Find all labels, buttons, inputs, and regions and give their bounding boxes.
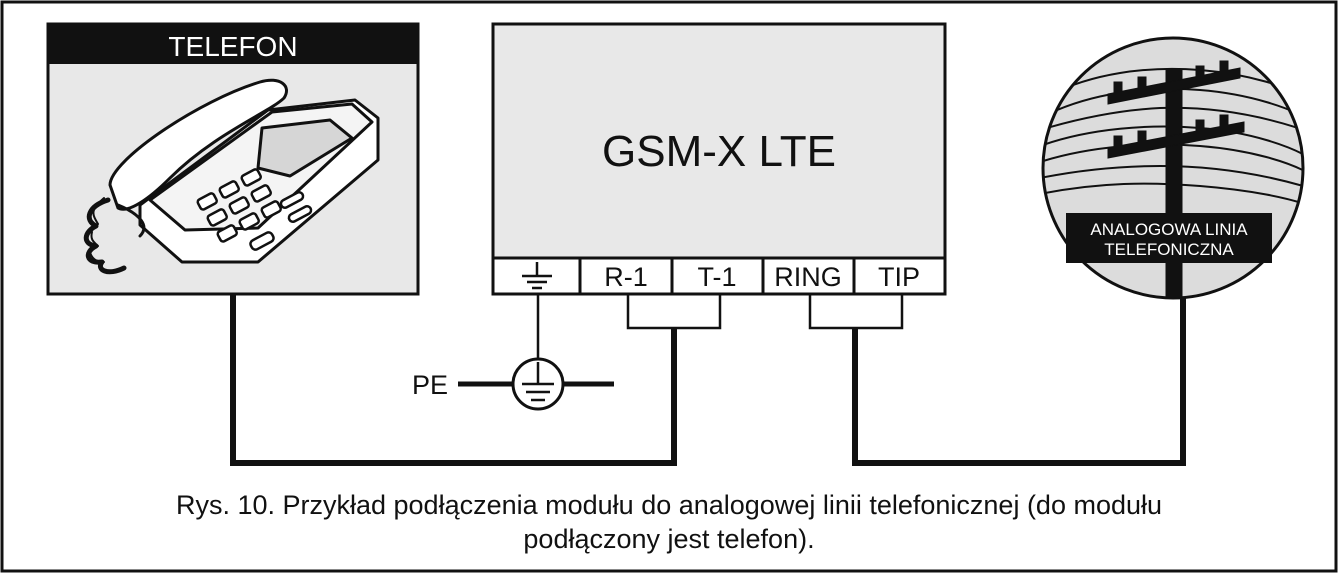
- protective-earth-icon: [511, 357, 565, 411]
- wire-line-to-ring: [852, 260, 1186, 466]
- pe-label: PE: [412, 370, 448, 400]
- terminal-strip: [491, 256, 947, 296]
- desk-phone-icon: [83, 78, 380, 275]
- figure-caption: Rys. 10. Przykład podłączenia modułu do …: [40, 488, 1298, 556]
- jumper-ring-tip: [808, 294, 904, 330]
- telephone-line-badge: ANALOGOWA LINIA TELEFONICZNA: [1041, 36, 1305, 300]
- terminal-r1-label: R-1: [604, 262, 648, 292]
- caption-line-1: Rys. 10. Przykład podłączenia modułu do …: [175, 490, 1163, 520]
- phone-box-header: [48, 24, 418, 64]
- module-name: GSM-X LTE: [602, 127, 836, 176]
- terminal-ring-label: RING: [774, 262, 842, 292]
- wire-phone-to-t1: [230, 294, 677, 466]
- gsm-module: GSM-X LTE R-1 T-1 RING TIP: [491, 22, 947, 296]
- jumper-r1-t1: [626, 294, 722, 330]
- phone-box-title: TELEFON: [168, 31, 297, 62]
- terminal-t1-label: T-1: [697, 262, 736, 292]
- line-badge-label-2: TELEFONICZNA: [1104, 240, 1234, 259]
- line-badge-label-band: [1066, 213, 1272, 263]
- line-badge-label-1: ANALOGOWA LINIA: [1090, 220, 1248, 239]
- telephone-pole-icon: [1043, 60, 1303, 298]
- caption-line-2: podłączony jest telefon).: [523, 524, 815, 554]
- terminal-ground: [522, 262, 552, 290]
- ground-icon: [522, 262, 552, 290]
- terminal-tip-label: TIP: [878, 262, 920, 292]
- phone-box: TELEFON: [46, 22, 420, 296]
